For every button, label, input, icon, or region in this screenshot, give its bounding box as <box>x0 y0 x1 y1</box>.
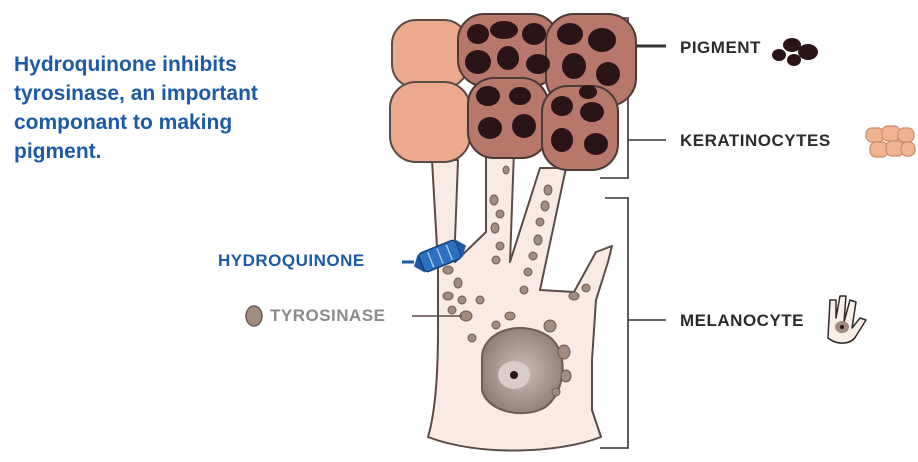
pigment-label: PIGMENT <box>680 38 761 58</box>
tyrosinase-label: TYROSINASE <box>270 306 386 326</box>
hydroquinone-label: HYDROQUINONE <box>218 251 365 271</box>
explanation-caption: Hydroquinone inhibits tyrosinase, an imp… <box>14 50 314 166</box>
melanocyte-icon <box>828 296 866 343</box>
keratinocytes-label: KERATINOCYTES <box>680 131 831 151</box>
nucleus <box>482 328 563 413</box>
melanocyte-label: MELANOCYTE <box>680 311 804 331</box>
keratinocytes-icon <box>866 126 915 157</box>
pigment-icon <box>772 38 818 66</box>
tyrosinase-icon <box>246 306 262 326</box>
